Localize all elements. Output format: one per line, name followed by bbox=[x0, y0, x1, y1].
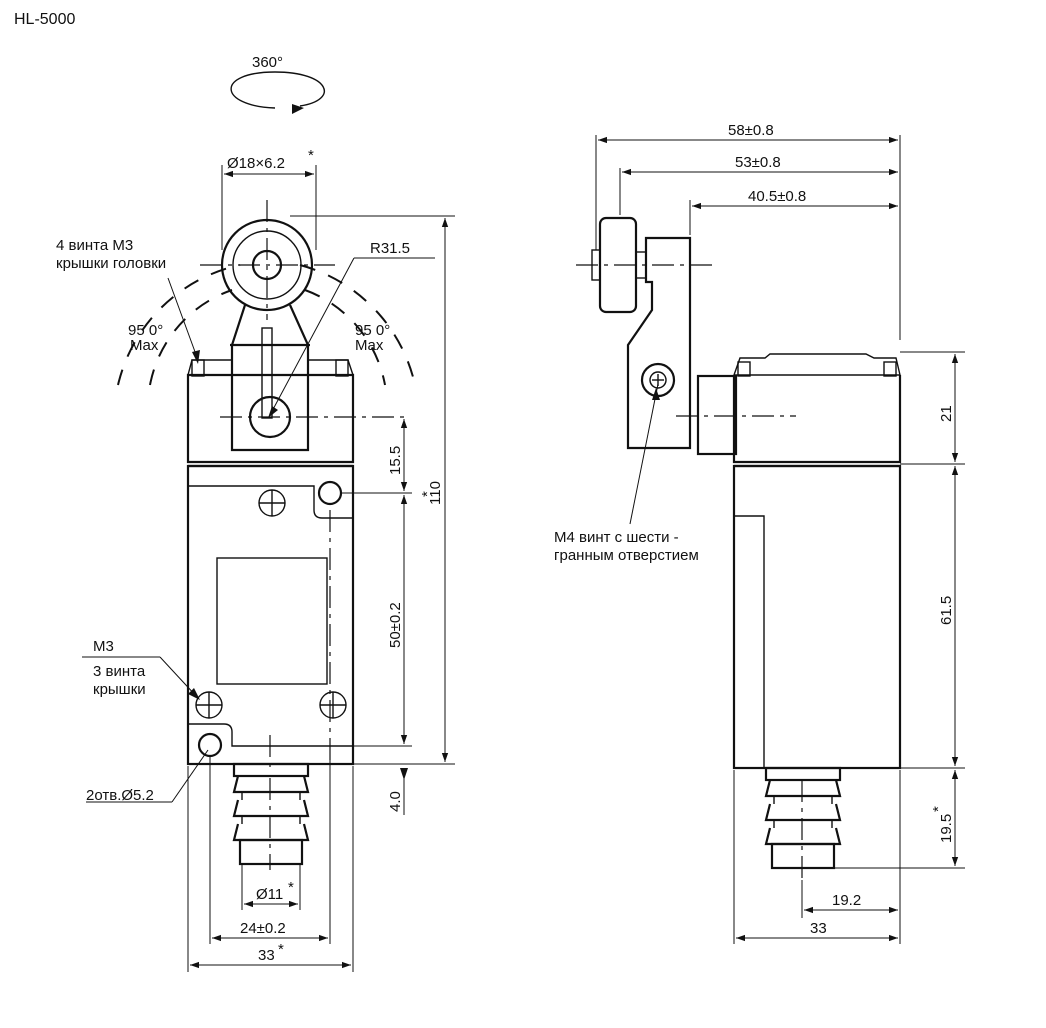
cover-screws-label-2: 3 винта bbox=[93, 663, 146, 680]
switch-body bbox=[186, 464, 355, 770]
dim-33-side: 33 bbox=[810, 920, 827, 937]
dim-15-5: 15.5 bbox=[387, 446, 404, 475]
head-screws-label-2: крышки головки bbox=[56, 255, 166, 272]
roller bbox=[200, 200, 335, 320]
angle-left: 95 0° bbox=[128, 322, 163, 339]
cable-gland bbox=[232, 762, 310, 870]
dim-19-2: 19.2 bbox=[832, 892, 861, 909]
roller-diameter-star: * bbox=[308, 147, 314, 164]
dim-21: 21 bbox=[938, 405, 955, 422]
dim-58: 58±0.8 bbox=[728, 122, 774, 139]
rotation-label: 360° bbox=[252, 54, 283, 71]
front-view: 360° Ø18×6.2 * R31.5 bbox=[56, 54, 455, 972]
height-110-star: * bbox=[419, 491, 436, 497]
dim-53: 53±0.8 bbox=[735, 154, 781, 171]
angle-right-max: Max bbox=[355, 337, 384, 354]
lever-arm bbox=[220, 304, 410, 452]
angle-right: 95 0° bbox=[355, 322, 390, 339]
side-view: 58±0.8 53±0.8 40.5±0.8 bbox=[554, 122, 965, 944]
dim-33-front-star: * bbox=[278, 941, 284, 958]
rotation-arrow bbox=[230, 71, 326, 109]
cover-screws-label-3: крышки bbox=[93, 681, 146, 698]
cover-screws-label-1: M3 bbox=[93, 638, 114, 655]
dim-50: 50±0.2 bbox=[387, 602, 404, 648]
rotation-indicator: 360° bbox=[230, 54, 326, 114]
screw-label-2: гранным отверстием bbox=[554, 547, 699, 564]
angle-left-max: Max bbox=[130, 337, 159, 354]
dim-33-front: 33 bbox=[258, 947, 275, 964]
side-head-cover bbox=[732, 353, 902, 468]
dim-19-5: 19.5 bbox=[938, 814, 955, 843]
side-cable-gland bbox=[764, 766, 842, 880]
dim-24: 24±0.2 bbox=[240, 920, 286, 937]
dim-61-5: 61.5 bbox=[938, 596, 955, 625]
dim-4: 4.0 bbox=[387, 791, 404, 812]
dim-11-star: * bbox=[288, 879, 294, 896]
screw-label-1: M4 винт с шести - bbox=[554, 529, 679, 546]
head-screws-label-1: 4 винта M3 bbox=[56, 237, 133, 254]
dim-40-5: 40.5±0.8 bbox=[748, 188, 806, 205]
dim-19-5-star: * bbox=[930, 806, 947, 812]
radius-label: R31.5 bbox=[370, 240, 410, 257]
side-body bbox=[732, 464, 902, 770]
holes-label: 2отв.Ø5.2 bbox=[86, 787, 154, 804]
model-title: HL-5000 bbox=[14, 11, 75, 28]
height-110-dim: 110 bbox=[427, 481, 444, 505]
dim-11: Ø11 bbox=[256, 886, 283, 903]
roller-diameter-dim: Ø18×6.2 bbox=[227, 155, 285, 172]
